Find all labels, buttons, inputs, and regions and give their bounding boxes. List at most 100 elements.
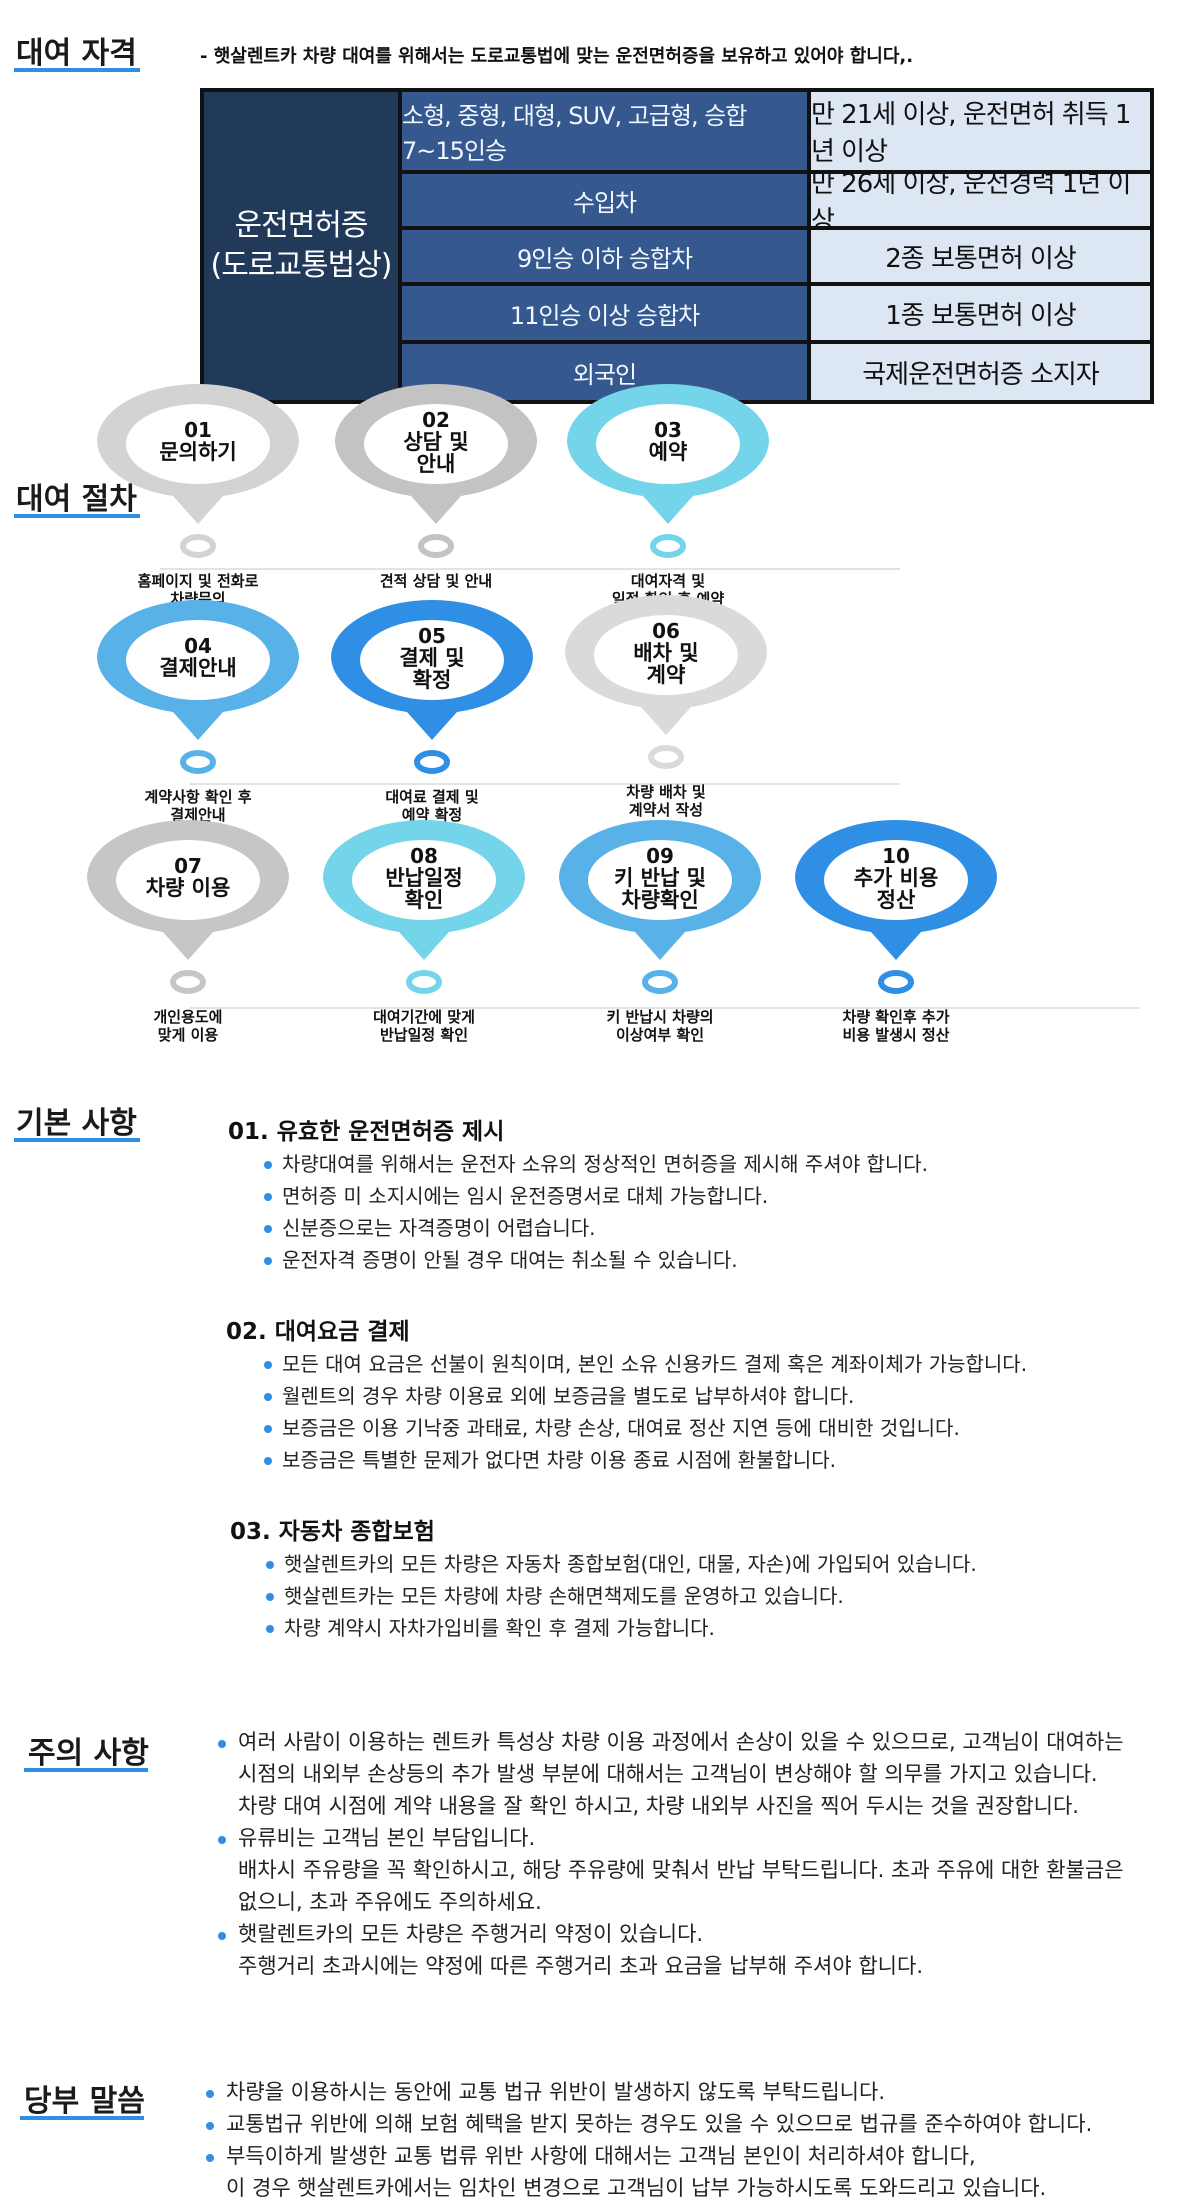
- request-item: 차량을 이용하시는 동안에 교통 법규 위반이 발생하지 않도록 부탁드립니다.: [206, 2076, 1196, 2108]
- caution-line: 햇랄렌트카의 모든 차량은 주행거리 약정이 있습니다.: [238, 1922, 704, 1946]
- basics-heading-payment: 02. 대여요금 결제: [226, 1319, 410, 1345]
- requirement-cell: 만 21세 이상, 운전면허 취득 1년 이상: [811, 92, 1150, 170]
- cautions-title: 주의 사항: [28, 1736, 149, 1771]
- pin-inner: [588, 840, 732, 920]
- location-pin-icon: [97, 600, 299, 774]
- step-title-line: 확인: [404, 888, 444, 913]
- vehicle-category-cell: 9인승 이하 승합차: [402, 230, 807, 282]
- request-item: 부득이하게 발생한 교통 법류 위반 사항에 대해서는 고객님 본인이 처리하셔…: [206, 2140, 1196, 2204]
- list-item: 차량대여를 위해서는 운전자 소유의 정상적인 면허증을 제시해 주셔야 합니다…: [264, 1148, 928, 1180]
- request-line: 교통법규 위반에 의해 보험 혜택을 받지 못하는 경우도 있을 수 있으므로 …: [226, 2112, 1093, 2136]
- step-number: 03: [654, 418, 682, 442]
- step-number: 02: [422, 408, 450, 432]
- list-item: 월렌트의 경우 차량 이용료 외에 보증금을 별도로 납부하셔야 합니다.: [264, 1380, 1027, 1412]
- requests-title: 당부 말씀: [24, 2084, 145, 2119]
- list-item: 운전자격 증명이 안될 경우 대여는 취소될 수 있습니다.: [264, 1244, 928, 1276]
- pin-inner: [116, 840, 260, 920]
- pin-inner: [360, 620, 504, 700]
- basics-heading-license: 01. 유효한 운전면허증 제시: [228, 1119, 505, 1145]
- step-description-line: 차량 배차 및: [626, 783, 706, 801]
- caution-line: 유류비는 고객님 본인 부담입니다.: [238, 1826, 536, 1850]
- step-description-line: 대여자격 및: [630, 572, 706, 590]
- pin-inner: [824, 840, 968, 920]
- eligibility-table: 운전면허증 (도로교통법상) 소형, 중형, 대형, SUV, 고급형, 승합7…: [200, 88, 1154, 404]
- request-item: 교통법규 위반에 의해 보험 혜택을 받지 못하는 경우도 있을 수 있으므로 …: [206, 2108, 1196, 2140]
- location-pin-icon: [323, 820, 525, 994]
- step-number: 01: [184, 418, 212, 442]
- step-title-line: 정산: [876, 888, 916, 913]
- process-title: 대여 절차: [16, 482, 137, 517]
- step-title-line: 차량확인: [621, 888, 699, 913]
- caution-line: 주행거리 초과시에는 약정에 따른 주행거리 초과 요금을 납부해 주셔야 합니…: [238, 1954, 923, 1978]
- list-item: 차량 계약시 자차가입비를 확인 후 결제 가능합니다.: [266, 1612, 977, 1644]
- step-number: 07: [174, 854, 202, 878]
- pin-inner: [126, 404, 270, 484]
- process-row3-line: [190, 1007, 1140, 1009]
- step-description-line: 견적 상담 및 안내: [379, 572, 493, 590]
- step-dot: [406, 970, 442, 994]
- step-number: 05: [418, 624, 446, 648]
- step-description-line: 계약사항 확인 후: [144, 788, 252, 806]
- process-title-underline: [14, 514, 140, 518]
- step-title-line: 추가 비용: [853, 866, 939, 890]
- step-dot: [414, 750, 450, 774]
- step-number: 09: [646, 844, 674, 868]
- step-title-line: 계약: [646, 663, 686, 688]
- process-row2-line: [190, 783, 900, 785]
- step-dot: [648, 745, 684, 769]
- list-item: 햇살렌트카는 모든 차량에 차량 손해면책제도를 운영하고 있습니다.: [266, 1580, 977, 1612]
- location-pin-icon: [335, 384, 537, 558]
- step-description-line: 비용 발생시 정산: [842, 1026, 950, 1044]
- license-label-cell: 운전면허증 (도로교통법상): [204, 92, 398, 400]
- list-item: 모든 대여 요금은 선불이 원칙이며, 본인 소유 신용카드 결제 혹은 계좌이…: [264, 1348, 1027, 1380]
- list-item: 보증금은 이용 기낙중 과태료, 차량 손상, 대여료 정산 지연 등에 대비한…: [264, 1412, 1027, 1444]
- eligibility-title-underline: [14, 68, 140, 72]
- basics-list-license: 차량대여를 위해서는 운전자 소유의 정상적인 면허증을 제시해 주셔야 합니다…: [264, 1148, 928, 1276]
- step-title-line: 문의하기: [159, 440, 237, 464]
- basics-title: 기본 사항: [16, 1106, 137, 1141]
- license-label-line1: 운전면허증: [234, 207, 369, 243]
- step-number: 08: [410, 844, 438, 868]
- list-item: 보증금은 특별한 문제가 없다면 차량 이용 종료 시점에 환불합니다.: [264, 1444, 1027, 1476]
- list-item: 햇살렌트카의 모든 차량은 자동차 종합보험(대인, 대물, 자손)에 가입되어…: [266, 1548, 977, 1580]
- caution-line: 시점의 내외부 손상등의 추가 발생 부분에 대해서는 고객님이 변상해야 할 …: [238, 1762, 1098, 1786]
- location-pin-icon: [97, 384, 299, 558]
- request-line: 차량을 이용하시는 동안에 교통 법규 위반이 발생하지 않도록 부탁드립니다.: [226, 2080, 885, 2104]
- caution-item: 여러 사람이 이용하는 렌트카 특성상 차량 이용 과정에서 손상이 있을 수 …: [218, 1726, 1188, 1822]
- step-dot: [878, 970, 914, 994]
- pin-inner: [126, 620, 270, 700]
- step-title-line: 예약: [648, 440, 688, 464]
- pin-inner: [596, 404, 740, 484]
- basics-list-payment: 모든 대여 요금은 선불이 원칙이며, 본인 소유 신용카드 결제 혹은 계좌이…: [264, 1348, 1027, 1476]
- step-description-line: 계약서 작성: [628, 801, 704, 819]
- step-dot: [170, 970, 206, 994]
- list-item: 신분증으로는 자격증명이 어렵습니다.: [264, 1212, 928, 1244]
- step-description-line: 대여기간에 맞게: [373, 1008, 475, 1026]
- location-pin-icon: [559, 820, 761, 994]
- requests-title-underline: [20, 2116, 144, 2120]
- step-description-line: 예약 확정: [401, 806, 463, 824]
- request-line: 부득이하게 발생한 교통 법류 위반 사항에 대해서는 고객님 본인이 처리하셔…: [226, 2144, 976, 2168]
- step-title-line: 결제안내: [159, 656, 237, 680]
- basics-list-insurance: 햇살렌트카의 모든 차량은 자동차 종합보험(대인, 대물, 자손)에 가입되어…: [266, 1548, 977, 1644]
- pin-inner: [352, 840, 496, 920]
- list-item: 면허증 미 소지시에는 임시 운전증명서로 대체 가능합니다.: [264, 1180, 928, 1212]
- step-description-line: 결제안내: [170, 806, 226, 824]
